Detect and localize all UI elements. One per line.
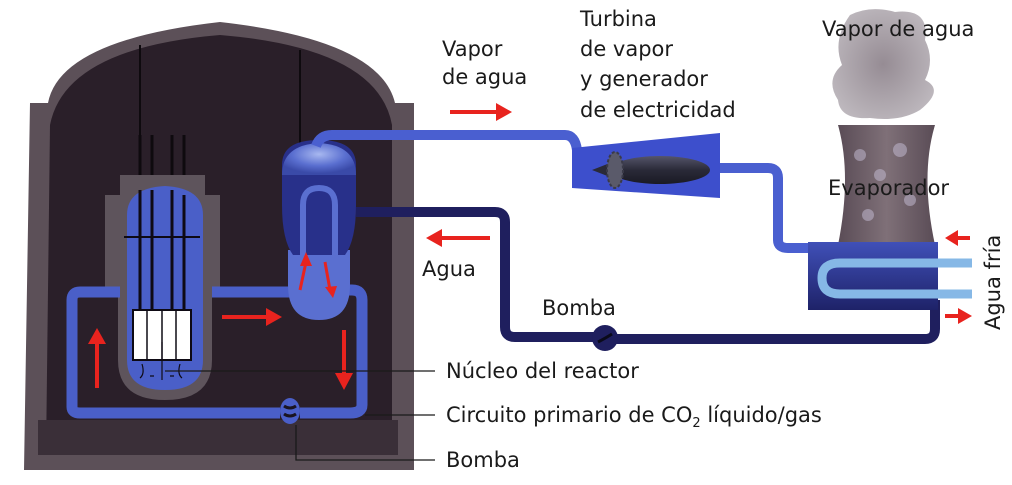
flow-arrow bbox=[298, 261, 308, 291]
label-primary-circuit: Circuito primario de CO2 líquido/gas bbox=[446, 403, 822, 431]
condenser bbox=[808, 242, 938, 310]
leader-lines bbox=[165, 370, 435, 461]
label-cold-water: Agua fría bbox=[981, 235, 1005, 330]
flow-arrow bbox=[323, 261, 332, 291]
label-turbine-line4: de electricidad bbox=[580, 98, 736, 122]
containment-floor bbox=[38, 420, 398, 455]
steam-pipe bbox=[311, 130, 810, 253]
turbine-generator bbox=[572, 133, 720, 198]
water-pipe bbox=[356, 207, 940, 344]
label-turbine-line3: y generador bbox=[580, 67, 708, 91]
cooling-tower bbox=[808, 9, 972, 310]
label-turbine-line1: Turbina bbox=[579, 7, 657, 31]
steam-generator bbox=[282, 140, 356, 320]
label-turbine-line2: de vapor bbox=[580, 37, 673, 61]
secondary-pump bbox=[592, 325, 618, 351]
primary-pump bbox=[280, 398, 300, 424]
reactor-vessel bbox=[105, 175, 220, 400]
label-core: Núcleo del reactor bbox=[446, 359, 639, 383]
label-primary-circuit-suffix: líquido/gas bbox=[701, 403, 822, 427]
primary-circuit bbox=[66, 284, 368, 419]
label-primary-circuit-subscript: 2 bbox=[692, 416, 700, 431]
label-primary-pump: Bomba bbox=[446, 448, 520, 472]
flow-arrows bbox=[88, 103, 972, 390]
label-evaporator: Evaporador bbox=[828, 176, 949, 200]
label-secondary-pump: Bomba bbox=[542, 296, 616, 320]
label-steam-line1: Vapor bbox=[442, 37, 503, 61]
vapor-cloud bbox=[832, 9, 934, 120]
cold-water-pipe bbox=[817, 258, 972, 299]
label-steam-line2: de agua bbox=[442, 65, 527, 89]
label-cooling-vapor: Vapor de agua bbox=[822, 17, 974, 41]
label-water-return: Agua bbox=[422, 257, 476, 281]
label-primary-circuit-prefix: Circuito primario de CO bbox=[446, 403, 692, 427]
